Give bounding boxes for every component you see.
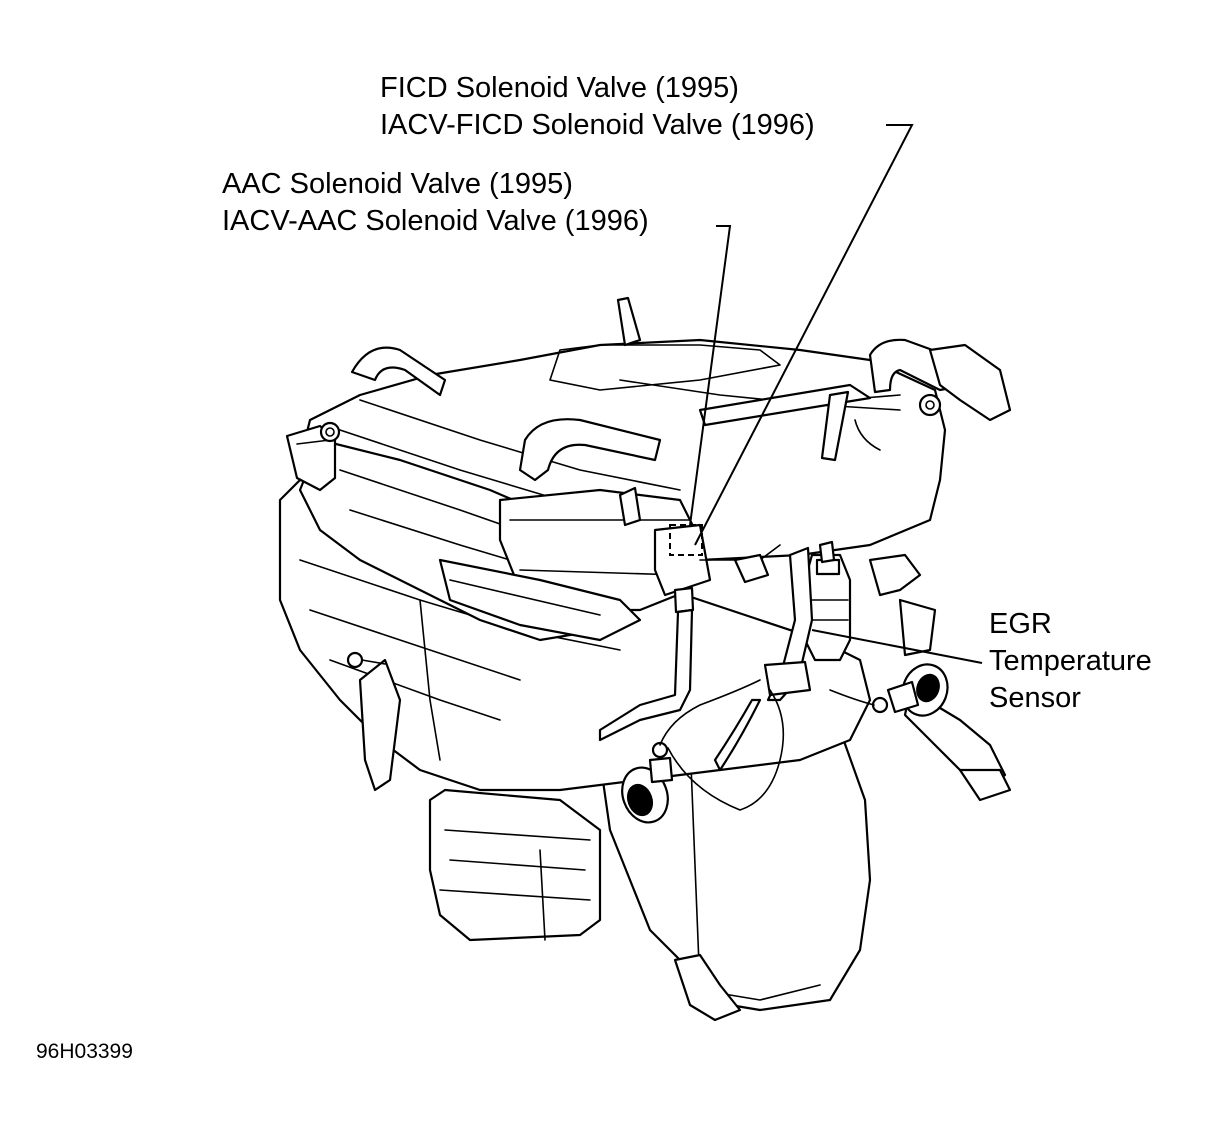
engine-mount-left (346, 651, 402, 792)
callout-egr-line2: Temperature (989, 645, 1152, 677)
intake-manifold (298, 438, 702, 642)
callout-egr-temperature-sensor: EGR Temperature Sensor (989, 606, 1152, 717)
callout-aac-solenoid-valve: AAC Solenoid Valve (1995) IACV-AAC Solen… (222, 166, 649, 240)
callout-ficd-solenoid-valve: FICD Solenoid Valve (1995) IACV-FICD Sol… (380, 70, 815, 144)
leader-aac (689, 225, 732, 526)
callout-egr-line3: Sensor (989, 682, 1081, 714)
leader-egr (811, 629, 983, 664)
callout-egr-line1: EGR (989, 608, 1052, 640)
egr-tube (713, 546, 922, 772)
callout-aac-line2: IACV-AAC Solenoid Valve (1996) (222, 205, 649, 237)
leader-lines (689, 124, 983, 664)
sensor-right (829, 663, 949, 717)
leader-ficd (694, 124, 914, 546)
left-connector (285, 421, 341, 492)
figure-id: 96H03399 (36, 1040, 133, 1063)
callout-ficd-line2: IACV-FICD Solenoid Valve (1996) (380, 109, 815, 141)
oil-pan (428, 788, 602, 942)
callout-ficd-line1: FICD Solenoid Valve (1995) (380, 72, 739, 104)
sensor-lower-left (621, 679, 785, 824)
hoses (350, 296, 1012, 482)
callout-aac-line1: AAC Solenoid Valve (1995) (222, 168, 573, 200)
